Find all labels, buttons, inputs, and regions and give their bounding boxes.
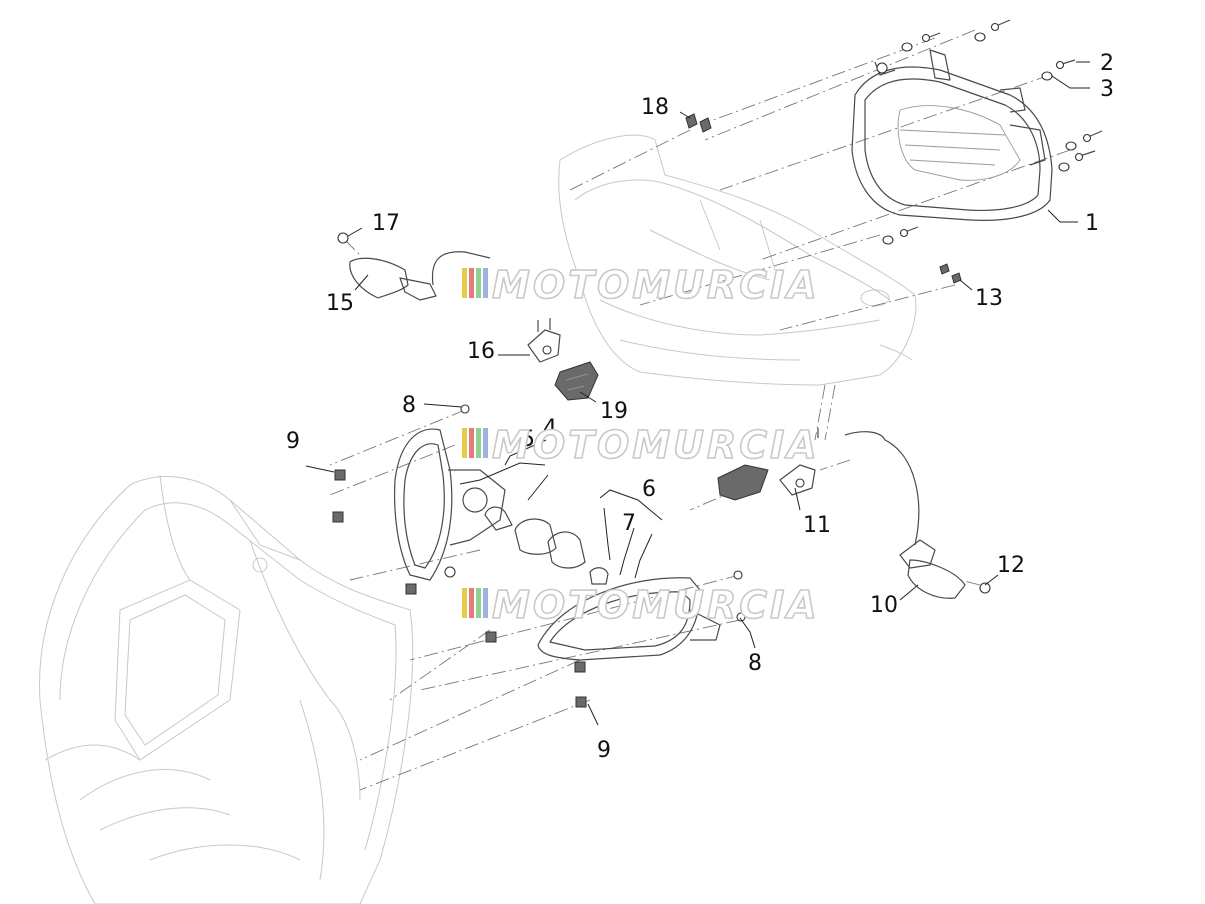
right-turn-indicator xyxy=(844,431,991,599)
callout-numbers: 1 2 3 4 5 6 7 8 8 9 9 10 11 12 13 15 16 … xyxy=(286,51,1114,763)
watermark-text: MOTOMURCIA xyxy=(492,583,820,627)
bracket-11 xyxy=(779,428,819,496)
watermark-3: MOTOMURCIA xyxy=(462,582,820,628)
callout-3: 3 xyxy=(1100,77,1114,102)
callout-9-left: 9 xyxy=(286,429,300,454)
watermark-text: MOTOMURCIA xyxy=(492,423,820,467)
callout-10: 10 xyxy=(870,593,898,618)
callout-16: 16 xyxy=(467,339,495,364)
callout-9-bottom: 9 xyxy=(597,738,611,763)
handlebar-cover-ghost xyxy=(558,134,917,386)
clip-13 xyxy=(939,263,962,284)
clip-18 xyxy=(685,113,712,133)
callout-6: 6 xyxy=(642,477,656,502)
watermark-text: MOTOMURCIA xyxy=(492,263,820,307)
left-turn-indicator xyxy=(337,232,491,301)
headlamp-assembly xyxy=(851,49,1053,221)
watermark-2: MOTOMURCIA xyxy=(462,422,820,468)
callout-19: 19 xyxy=(600,399,628,424)
leader-lines xyxy=(305,61,1090,726)
mount-right xyxy=(717,464,769,501)
callout-11: 11 xyxy=(803,513,831,538)
watermark-1: MOTOMURCIA xyxy=(462,262,820,308)
callout-17: 17 xyxy=(372,211,400,236)
mount-19 xyxy=(554,361,599,401)
clips-9 xyxy=(332,469,587,708)
bulbs-left xyxy=(484,506,609,585)
callout-15: 15 xyxy=(326,291,354,316)
headlamp-screws xyxy=(882,19,1103,245)
callout-12: 12 xyxy=(997,553,1025,578)
callout-18: 18 xyxy=(641,95,669,120)
bracket-16 xyxy=(527,318,561,363)
callout-7: 7 xyxy=(622,511,636,536)
callout-2: 2 xyxy=(1100,51,1114,76)
front-left-indicator xyxy=(394,404,506,581)
callout-13: 13 xyxy=(975,286,1003,311)
callout-4: 4 xyxy=(543,416,557,441)
front-shield-ghost xyxy=(39,474,414,904)
callout-8-bottom: 8 xyxy=(748,651,762,676)
callout-5: 5 xyxy=(521,427,535,452)
assembly-lines xyxy=(329,29,1071,791)
front-right-indicator xyxy=(537,570,746,661)
callout-1: 1 xyxy=(1085,211,1099,236)
callout-8-top: 8 xyxy=(402,393,416,418)
